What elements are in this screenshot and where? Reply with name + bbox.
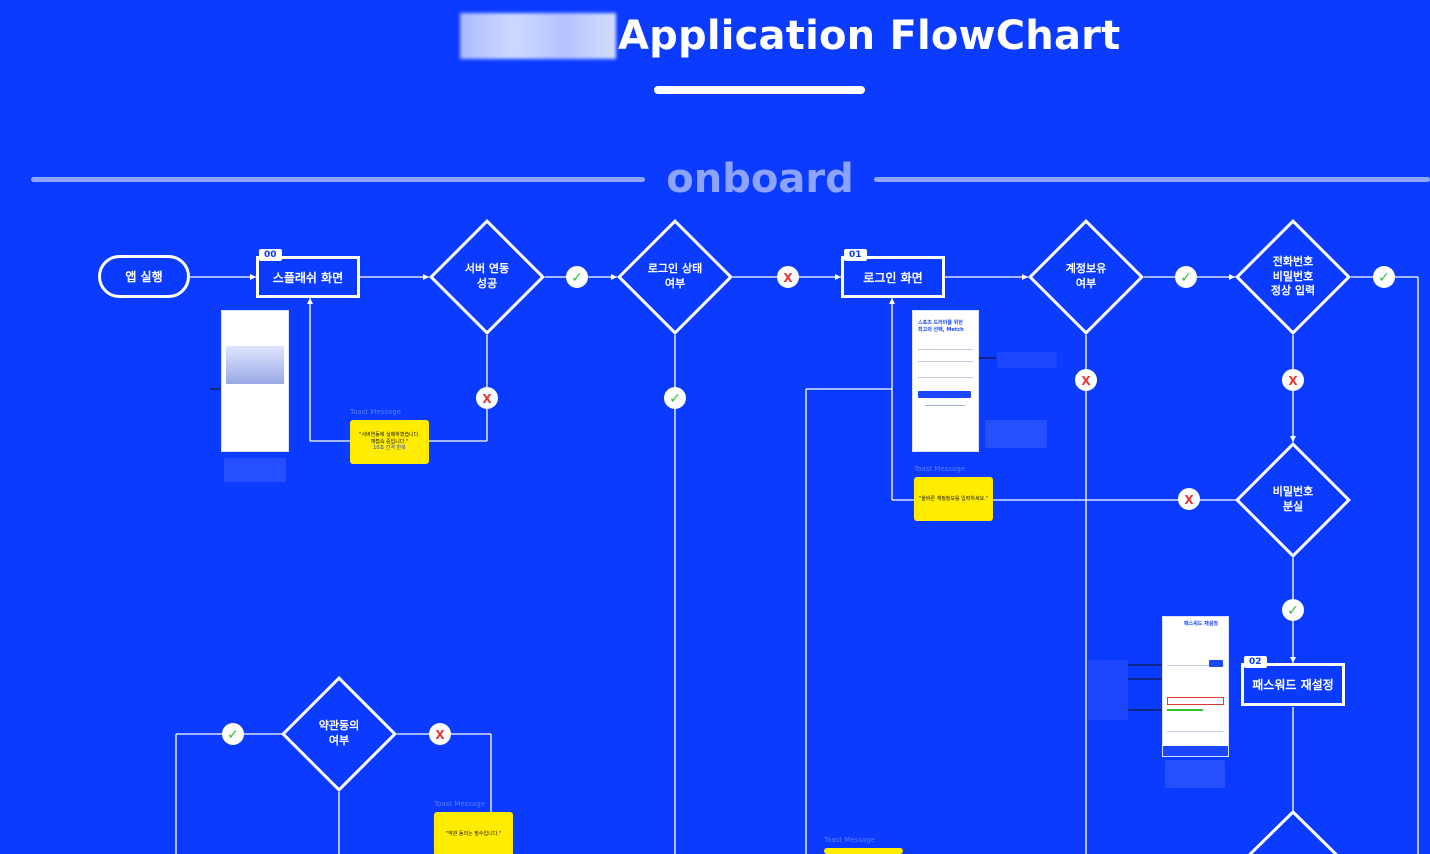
check-marker: ✓ [222, 723, 244, 745]
password-reset-screenshot: 패스워드 재설정 [1163, 617, 1228, 756]
node-password-reset[interactable]: 02 패스워드 재설정 [1241, 656, 1345, 706]
check-icon: ✓ [1378, 270, 1390, 286]
node-label: 패스워드 재설정 [1252, 678, 1334, 692]
reset-heading: 패스워드 재설정 [1184, 621, 1218, 627]
screen-number-badge: 01 [844, 249, 867, 261]
toast-account: "올바른 계정정보를 입력하세요." [914, 477, 993, 521]
cross-icon: X [1081, 374, 1091, 388]
check-marker: ✓ [566, 266, 588, 288]
node-login-screen[interactable]: 01 로그인 화면 [841, 249, 945, 298]
cross-marker: X [1178, 488, 1200, 510]
node-label: 로그인 화면 [863, 270, 923, 285]
check-icon: ✓ [1180, 270, 1192, 286]
node-app-start[interactable]: 앱 실행 [98, 255, 190, 298]
cross-icon: X [783, 271, 793, 285]
cross-marker: X [476, 387, 498, 409]
check-marker: ✓ [1373, 266, 1395, 288]
login-heading: 스포츠 드라마를 위한 최고의 선택, Metch [918, 320, 964, 333]
toast-server-fail: "서버연동에 실패하였습니다. 재접속 중입니다." 10초 간격 반복 [350, 420, 429, 464]
annotation-placeholder [1165, 760, 1225, 788]
cross-marker: X [429, 723, 451, 745]
blurred-splash-logo [226, 346, 284, 384]
decision-label: 계정보유 여부 [1065, 262, 1107, 290]
toast-label: Toast Message [350, 408, 401, 416]
decision-label: 약관동의 여부 [318, 719, 360, 747]
login-screenshot: 스포츠 드라마를 위한 최고의 선택, Metch [913, 311, 978, 451]
annotation-placeholder [224, 458, 286, 482]
cross-marker: X [1282, 369, 1304, 391]
check-marker: ✓ [664, 387, 686, 409]
section-title: onboard [666, 156, 854, 202]
check-marker: ✓ [1175, 266, 1197, 288]
section-divider-left [31, 177, 645, 182]
section-divider-right [874, 177, 1430, 182]
check-marker: ✓ [1282, 599, 1304, 621]
toast-label: Toast Message [914, 465, 965, 473]
cross-icon: X [1288, 374, 1298, 388]
login-button [918, 391, 971, 398]
toast-line: 재접속 중입니다." [370, 438, 409, 445]
annotation-placeholder [1088, 660, 1128, 720]
page-title: Application FlowChart [618, 13, 1121, 59]
splash-screenshot [222, 311, 288, 451]
decision-label: 서버 연동 성공 [464, 262, 510, 290]
cross-marker: X [1075, 369, 1097, 391]
screen-number-badge: 00 [259, 249, 282, 261]
toast-label: Toast Message [434, 800, 485, 808]
check-icon: ✓ [669, 391, 681, 407]
toast-note: 10초 간격 반복 [373, 445, 406, 452]
decision-label: 비밀번호 분실 [1272, 485, 1314, 513]
cross-icon: X [1184, 493, 1194, 507]
check-icon: ✓ [571, 270, 583, 286]
check-icon: ✓ [227, 727, 239, 743]
check-icon: ✓ [1287, 603, 1299, 619]
annotation-placeholder [985, 420, 1047, 448]
decision-label: 전화번호 비밀번호 정상 입력 [1270, 254, 1316, 298]
screen-number-badge: 02 [1244, 656, 1267, 668]
node-splash-screen[interactable]: 00 스플래쉬 화면 [256, 249, 360, 298]
node-label: 스플래쉬 화면 [272, 270, 344, 285]
cross-icon: X [435, 728, 445, 742]
toast-label: Toast Message [824, 836, 875, 844]
title-underline [654, 86, 865, 94]
header: Application FlowChart [460, 10, 1120, 62]
cross-icon: X [482, 392, 492, 406]
toast-line: "서버연동에 실패하였습니다. [359, 432, 420, 439]
blurred-logo [460, 13, 616, 59]
decision-label: 로그인 상태 여부 [647, 262, 703, 290]
toast-terms: "약관 동의는 필수입니다." [434, 812, 513, 854]
toast-partial [824, 848, 903, 854]
reset-submit-bar [1163, 746, 1228, 756]
cross-marker: X [777, 266, 799, 288]
annotation-placeholder [997, 352, 1057, 368]
